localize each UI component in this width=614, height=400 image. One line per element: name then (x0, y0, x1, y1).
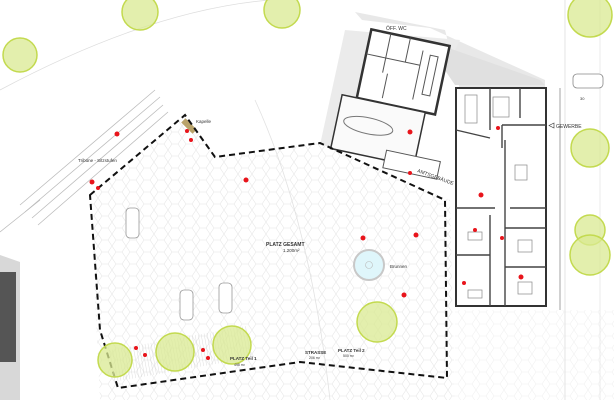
tree (121, 0, 159, 31)
trees (2, 0, 613, 378)
parking-width-label: 30 (580, 96, 585, 101)
label-brunnen: Brunnen (390, 264, 408, 269)
tree (212, 325, 252, 365)
label-platz-teil-2-area: 500 m² (343, 354, 355, 358)
person-marker (518, 274, 524, 280)
tribune-steps (0, 89, 169, 233)
people-markers (89, 126, 524, 360)
person-marker (185, 129, 189, 133)
label-platz-gesamt: PLATZ GESAMT (266, 242, 305, 248)
road-edge (254, 99, 331, 400)
car (218, 282, 233, 314)
tree (567, 0, 613, 38)
label-platz-teil-1: PLATZ Teil 1 (230, 356, 257, 361)
person-marker (360, 235, 366, 241)
site-boundary (88, 113, 449, 390)
tree (356, 301, 398, 343)
person-marker (473, 228, 477, 232)
neighbor-roof (0, 272, 16, 362)
person-marker (413, 232, 419, 238)
car (125, 207, 140, 239)
person-marker (500, 236, 504, 240)
label-oeff-wc: ÖFF. WC (386, 25, 407, 32)
building-gewerbe (455, 87, 547, 307)
chapel (181, 118, 197, 134)
person-marker (201, 348, 205, 352)
label-tribuene: Tribüne - Sitzstufen (78, 158, 117, 163)
label-strasse: STRASSE (305, 350, 326, 355)
person-marker (143, 353, 147, 357)
label-platz-teil-2: PLATZ Teil 2 (338, 348, 365, 353)
conference-table (343, 115, 394, 136)
person-marker (496, 126, 500, 130)
person-marker (408, 171, 412, 175)
person-marker (462, 281, 466, 285)
paved-area-right (455, 310, 614, 400)
building-amtsgebaeude (329, 27, 452, 180)
label-platz-gesamt-area: 1.200m² (283, 248, 300, 253)
label-strasse-area: 206 m² (309, 356, 321, 360)
person-marker (407, 129, 413, 135)
person-marker (189, 138, 193, 142)
entrance-arrow-icon (548, 122, 555, 129)
person-marker (401, 292, 407, 298)
label-kapelle: Kapelle (196, 119, 212, 124)
car (179, 289, 194, 321)
tree (263, 0, 301, 29)
person-marker (134, 346, 138, 350)
tree (155, 332, 195, 372)
label-gewerbe: GEWERBE (556, 124, 582, 130)
person-marker (96, 186, 100, 190)
person-marker (206, 356, 210, 360)
fountain-center (365, 261, 373, 269)
tree (2, 37, 38, 73)
building-zone-gray (438, 45, 545, 85)
tree (569, 234, 611, 276)
fountain (353, 249, 385, 281)
person-marker (478, 192, 484, 198)
car (572, 73, 604, 89)
person-marker (243, 177, 249, 183)
tree (570, 128, 610, 168)
label-platz-teil-1-area: 495 m² (234, 363, 246, 367)
person-marker (89, 179, 95, 185)
tree (97, 342, 133, 378)
person-marker (114, 131, 120, 137)
